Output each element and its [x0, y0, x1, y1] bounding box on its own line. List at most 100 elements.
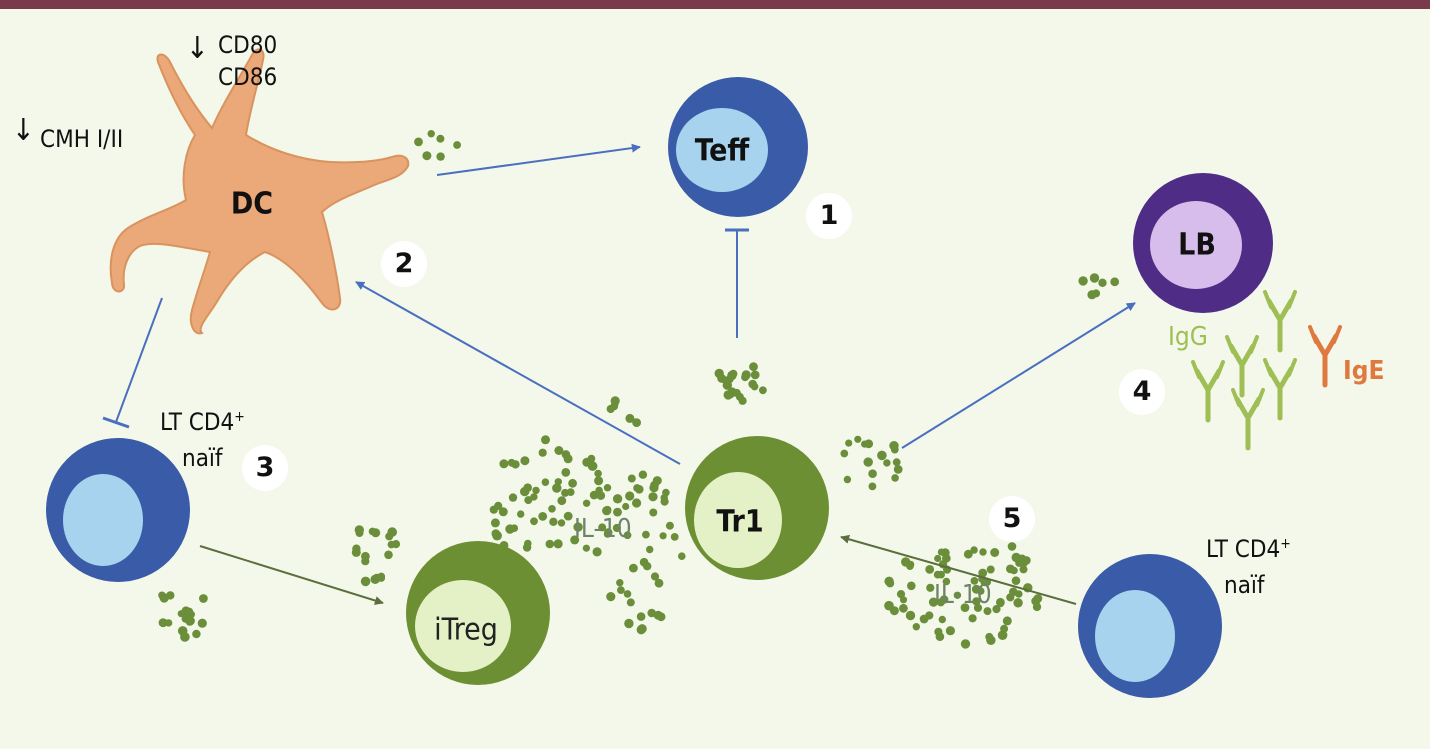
cytokine-dot: [650, 480, 659, 490]
cytokine-dot: [490, 518, 500, 528]
cytokine-dot: [629, 563, 638, 573]
step-5-badge: 5: [989, 496, 1035, 542]
arrow-tr1-to-lb: [901, 302, 1136, 449]
cytokine-dot: [665, 521, 674, 530]
lt-naive-right-nucleus: [1095, 590, 1175, 682]
cytokine-dot: [735, 392, 744, 401]
cytokine-dot: [563, 454, 573, 464]
cytokine-dot: [498, 507, 508, 517]
cytokine-dot: [868, 469, 877, 479]
cytokine-dot: [1078, 276, 1088, 286]
cytokine-dot: [642, 530, 650, 539]
cytokine-dot: [180, 632, 190, 642]
cytokine-dot: [524, 496, 533, 505]
cytokine-dot: [523, 483, 532, 493]
cytokine-dot: [925, 611, 934, 620]
cytokine-dot: [1110, 277, 1120, 287]
cytokine-dot: [926, 583, 935, 592]
cytokine-dot: [557, 519, 566, 527]
cytokine-dot: [996, 597, 1005, 607]
top-bar: [0, 0, 1430, 9]
cytokine-dot: [892, 458, 901, 467]
cytokine-dot: [899, 596, 908, 604]
cytokine-dot: [750, 382, 759, 391]
cytokine-dot: [185, 607, 194, 616]
cytokine-dot: [845, 439, 853, 447]
cytokine-dot: [986, 635, 996, 645]
step-1-badge: 1: [806, 193, 852, 239]
lt-naive-left-naif: naïf: [182, 444, 223, 472]
cytokine-dot: [622, 502, 630, 511]
cytokine-dot: [1015, 590, 1023, 598]
cytokine-dot: [625, 491, 635, 501]
cytokine-dot: [436, 134, 445, 143]
cytokine-dot: [563, 511, 573, 521]
cytokine-dot: [427, 130, 435, 138]
lt-naive-left-label: LT CD4+: [160, 408, 245, 436]
step-3-badge: 3: [242, 445, 288, 491]
cytokine-dot: [727, 387, 737, 397]
cytokine-dot: [549, 517, 558, 526]
cytokine-dot: [654, 578, 664, 588]
cytokine-dot: [997, 630, 1008, 640]
cytokine-dot: [938, 615, 946, 624]
cytokine-dot: [884, 576, 894, 586]
lt-naive-right-naif: naïf: [1224, 571, 1265, 599]
cytokine-dot: [635, 485, 644, 494]
cytokine-dot: [553, 539, 563, 549]
cytokine-dot: [517, 510, 525, 518]
cytokine-dot: [541, 435, 550, 445]
cytokine-dot: [890, 445, 899, 454]
cytokine-dot: [854, 435, 862, 443]
cytokine-dot: [520, 456, 530, 466]
cytokine-dot: [978, 568, 988, 578]
il10-right-label: IL-10: [934, 580, 992, 610]
cytokine-dot: [899, 603, 908, 613]
cytokine-dot: [594, 476, 604, 486]
cytokine-dot: [371, 528, 381, 538]
cytokine-dot: [177, 610, 185, 618]
cytokine-dot: [649, 508, 658, 517]
teff-label: Teff: [694, 133, 750, 169]
cytokine-dot: [587, 454, 596, 463]
cytokine-dot: [594, 469, 602, 478]
cytokine-dot: [660, 494, 668, 502]
step-4-badge: 4: [1119, 369, 1165, 415]
cytokine-dot: [538, 448, 547, 457]
cytokine-dot: [643, 562, 652, 571]
cytokine-dot: [933, 570, 942, 579]
cytokine-dot: [554, 478, 562, 486]
cytokine-dot: [942, 577, 951, 586]
cytokine-dot: [1013, 598, 1023, 608]
cytokine-dot: [568, 478, 577, 488]
cytokine-dot: [968, 614, 977, 623]
cytokine-dot: [197, 618, 207, 628]
arrow-dc-to-teff: [436, 143, 641, 176]
cytokine-dot: [972, 597, 981, 606]
cytokine-dot: [925, 565, 935, 574]
cytokine-dot: [883, 459, 891, 467]
lb-label: LB: [1178, 227, 1216, 263]
cd86-label: CD86: [218, 63, 278, 91]
cytokine-dot: [1098, 278, 1107, 287]
cytokine-dot: [1011, 576, 1021, 585]
cytokine-dot: [510, 524, 519, 532]
cytokine-dot: [986, 565, 995, 574]
teff-nucleus: [676, 108, 768, 192]
cytokine-dot: [623, 590, 632, 598]
cytokine-dot: [552, 483, 562, 493]
cytokine-dot: [436, 152, 445, 161]
inhibit-dc-to-lt: [115, 297, 163, 423]
lt-naive-right-label: LT CD4+: [1206, 535, 1291, 563]
cytokine-dot: [372, 573, 381, 583]
cytokine-dot: [570, 535, 580, 545]
il10-center-label: IL-10: [574, 514, 632, 544]
cytokine-dot: [603, 484, 612, 492]
cytokine-dot: [973, 603, 983, 613]
cytokine-dot: [970, 546, 978, 554]
cytokine-dot: [963, 549, 973, 559]
cytokine-dot: [573, 522, 583, 532]
cytokine-dot: [636, 612, 646, 621]
cytokine-dot: [414, 137, 423, 147]
cytokine-dot: [164, 619, 173, 627]
